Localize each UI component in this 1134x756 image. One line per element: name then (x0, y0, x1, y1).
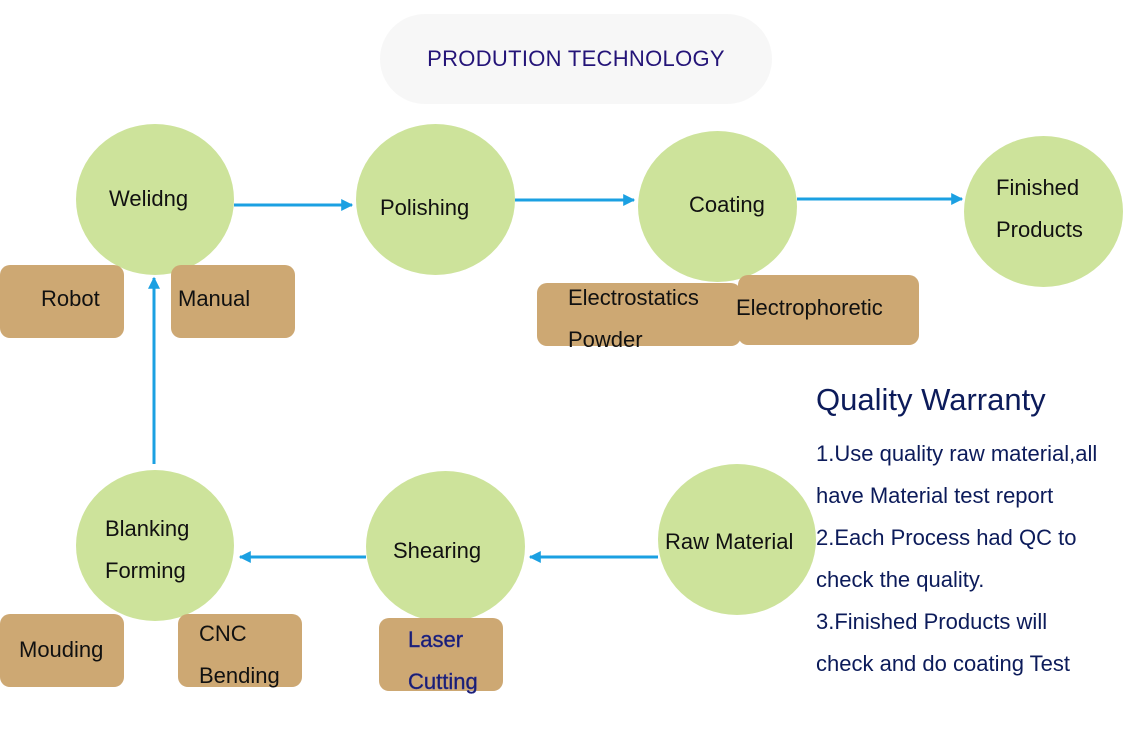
option-laser-cutting: Laser Cutting (379, 618, 503, 694)
quality-line: check and do coating Test (816, 651, 1070, 676)
option-electrophoretic-label: Electrophoretic (736, 295, 883, 320)
option-laser-line1: Laser (408, 627, 464, 652)
node-finished-label-line1: Finished (996, 175, 1080, 200)
option-robot: Robot (0, 265, 124, 338)
node-welding-label: Welidng (109, 186, 189, 211)
option-mouding: Mouding (0, 614, 124, 687)
node-polishing: Polishing (356, 124, 515, 275)
option-electrophoretic: Electrophoretic (736, 275, 919, 345)
quality-line: 3.Finished Products will (816, 609, 1048, 634)
page-title: PRODUTION TECHNOLOGY (380, 14, 772, 104)
option-electrostatics-line2: Powder (568, 327, 643, 352)
option-robot-label: Robot (41, 286, 100, 311)
quality-line: 1.Use quality raw material,all (816, 441, 1098, 466)
node-coating: Coating (638, 131, 797, 282)
quality-line: 2.Each Process had QC to (816, 525, 1077, 550)
option-mouding-label: Mouding (19, 637, 104, 662)
option-cnc-line1: CNC (199, 621, 247, 646)
node-shearing-label: Shearing (393, 538, 482, 563)
option-electrostatics-powder: Electrostatics Powder (537, 283, 741, 352)
option-cnc-line2: Bending (199, 663, 280, 688)
quality-warranty-heading: Quality Warranty (816, 382, 1046, 417)
node-welding: Welidng (76, 124, 234, 275)
option-manual-label: Manual (178, 286, 251, 311)
option-cnc-bending: CNC Bending (178, 614, 302, 688)
quality-line: check the quality. (816, 567, 985, 592)
node-blanking-forming: Blanking Forming (76, 470, 234, 621)
node-finished-label-line2: Products (996, 217, 1083, 242)
node-finished-products: Finished Products (964, 136, 1123, 287)
node-shearing: Shearing (366, 471, 525, 622)
node-raw-material-label: Raw Material (665, 529, 794, 554)
node-raw-material: Raw Material (658, 464, 816, 615)
node-blanking-label-line1: Blanking (105, 516, 190, 541)
option-electrostatics-line1: Electrostatics (568, 285, 699, 310)
node-polishing-label: Polishing (380, 195, 470, 220)
node-coating-label: Coating (689, 192, 765, 217)
option-laser-line2: Cutting (408, 669, 478, 694)
quality-line: have Material test report (816, 483, 1054, 508)
node-blanking-label-line2: Forming (105, 558, 186, 583)
option-manual: Manual (171, 265, 295, 338)
